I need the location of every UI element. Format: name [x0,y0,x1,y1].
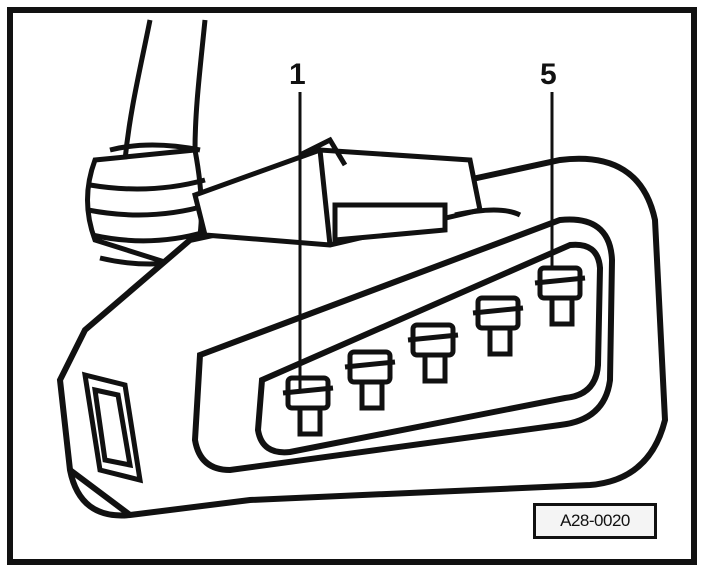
terminal-pins [282,265,586,437]
cable [122,19,208,161]
terminal-pin-3 [407,322,459,384]
figure-reference-code: A28-0020 [533,503,657,539]
terminal-pin-4 [472,295,524,357]
locking-latch [192,136,522,248]
pin-5-callout: 5 [540,58,557,91]
terminal-pin-2 [344,349,396,411]
terminal-pin-1 [282,375,334,437]
pin-1-callout: 1 [289,58,306,91]
terminal-pin-5 [534,265,586,327]
side-tab [81,371,144,484]
